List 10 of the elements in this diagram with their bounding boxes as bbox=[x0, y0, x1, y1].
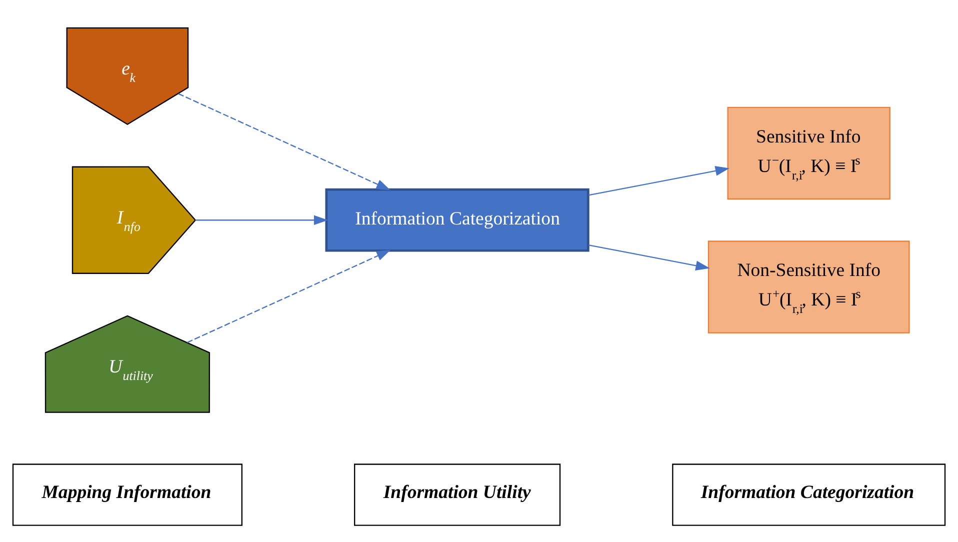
arrow bbox=[588, 244, 710, 270]
arrow bbox=[588, 166, 730, 196]
arrow bbox=[195, 214, 328, 225]
node-box: Information Utility bbox=[354, 463, 561, 526]
arrow bbox=[186, 249, 391, 343]
node-box: Information Categorization bbox=[325, 188, 590, 252]
node-box: Information Categorization bbox=[672, 463, 946, 526]
node-box: Mapping Information bbox=[12, 463, 242, 526]
arrow bbox=[178, 92, 390, 190]
node-box: Sensitive Info U$^{−}$(I$_{r,i}$, K) ≡ I$^{s}$ bbox=[727, 106, 890, 200]
